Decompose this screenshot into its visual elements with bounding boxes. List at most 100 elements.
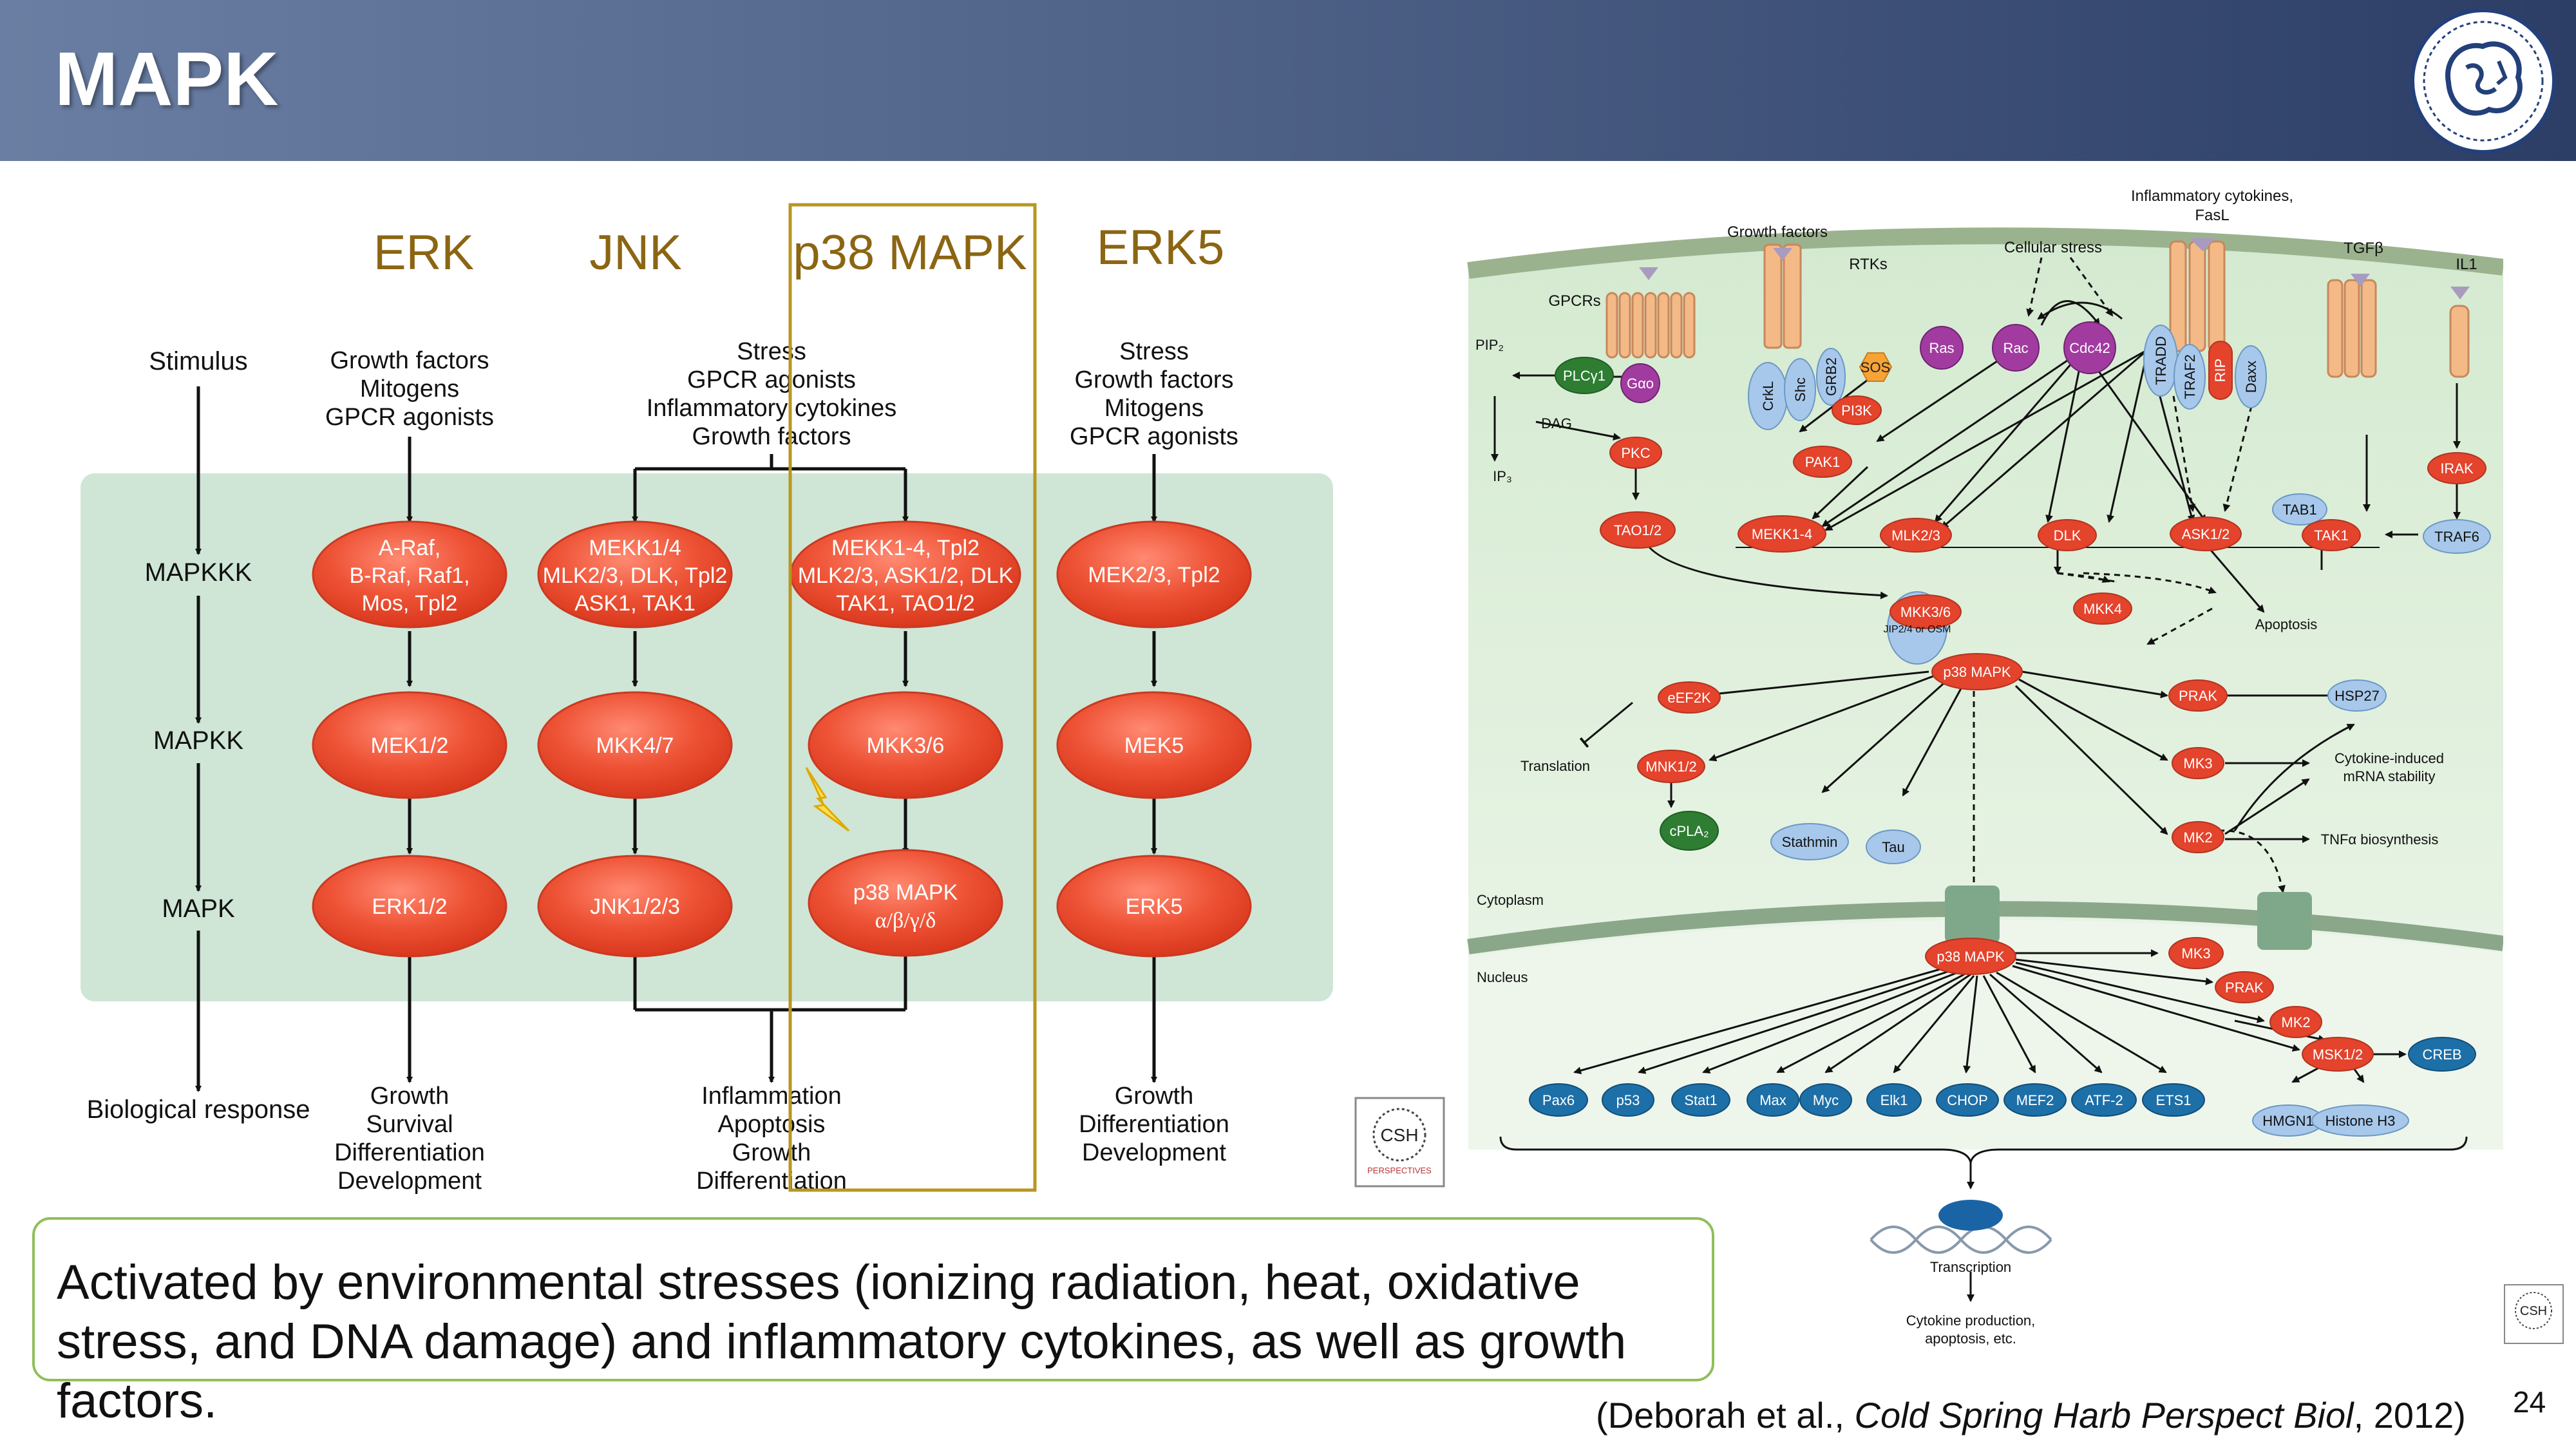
label-tradd: TRADD	[2153, 336, 2169, 385]
stimulus-erk5-1: Stress	[1119, 338, 1189, 365]
label-mlk23: MLK2/3	[1891, 527, 1940, 544]
node-histone-h3	[2311, 1104, 2409, 1137]
label-raf-3: Mos, Tpl2	[362, 591, 458, 616]
node-mek12	[312, 691, 507, 799]
label-tak1: TAK1	[2314, 527, 2348, 544]
label-transcription: Transcription	[1930, 1259, 2011, 1275]
lipid-pip2: PIP₂	[1475, 337, 1504, 353]
row-label-mapk: MAPK	[162, 895, 235, 923]
header-p38: p38 MAPK	[793, 225, 1027, 280]
node-jnk123	[537, 855, 733, 958]
node-mlk23	[1880, 518, 1952, 553]
label-tf-atf2: ATF-2	[2085, 1092, 2123, 1108]
label-p38: p38 MAPK	[1943, 664, 2011, 680]
citation-prefix: (Deborah et al.,	[1596, 1395, 1855, 1435]
node-mk3	[2172, 747, 2224, 779]
node-msk12	[2302, 1037, 2374, 1072]
label-ras: Ras	[1929, 340, 1954, 356]
label-mek12: MEK1/2	[371, 734, 449, 758]
node-prak	[2168, 679, 2228, 712]
node-cpla2	[1660, 811, 1719, 851]
node-p38	[1931, 653, 2023, 690]
tf-max	[1747, 1083, 1799, 1117]
input-rtks: RTKs	[1849, 256, 1888, 273]
node-mk2-nuc	[2269, 1006, 2322, 1038]
label-pak1: PAK1	[1805, 454, 1841, 470]
response-erk-2: Survival	[366, 1111, 453, 1138]
tf-myc	[1799, 1083, 1852, 1117]
label-plcg1: PLCγ1	[1563, 368, 1605, 384]
node-sos	[1859, 352, 1893, 382]
label-mkk36: MKK3/6	[867, 734, 945, 758]
label-jnk-kkk-1: MEKK1/4	[589, 536, 681, 560]
label-erk5-kkk: MEK2/3, Tpl2	[1088, 563, 1220, 587]
label-sos: SOS	[1861, 359, 1890, 375]
header-erk: ERK	[374, 225, 474, 280]
summary-callout: Activated by environmental stresses (ion…	[32, 1217, 1714, 1428]
response-jnkp38-1: Inflammation	[701, 1083, 842, 1110]
response-erk-4: Development	[337, 1168, 482, 1195]
label-p38-nuc: p38 MAPK	[1937, 949, 2004, 965]
title-bar	[0, 0, 2576, 161]
label-erk5: ERK5	[1126, 895, 1183, 919]
node-mk3-nuc	[2168, 937, 2224, 969]
p38-highlight-box	[788, 203, 1037, 1192]
label-mkk4: MKK4	[2083, 601, 2122, 617]
node-eef2k	[1658, 681, 1721, 714]
node-erk12	[312, 855, 507, 958]
node-pi3k	[1832, 395, 1882, 425]
node-irak	[2427, 452, 2486, 484]
node-shc	[1784, 358, 1816, 421]
label-p38mapk: p38 MAPK	[853, 880, 958, 905]
label-tnfa: TNFα biosynthesis	[2321, 831, 2439, 848]
csh-badge: CSH PERSPECTIVES	[1354, 1097, 1445, 1188]
node-mek5	[1056, 691, 1252, 799]
node-daxx	[2235, 345, 2267, 408]
label-daxx: Daxx	[2243, 361, 2259, 393]
label-rip: RIP	[2212, 359, 2228, 383]
node-grb2	[1816, 348, 1846, 406]
node-mkk36	[808, 691, 1003, 799]
label-rac: Rac	[2003, 340, 2028, 356]
stimulus-erk-2: Mitogens	[360, 375, 459, 402]
citation: (Deborah et al., Cold Spring Harb Perspe…	[1596, 1394, 2466, 1436]
label-tf-stat1: Stat1	[1684, 1092, 1717, 1108]
label-tf-ets1: ETS1	[2155, 1092, 2191, 1108]
label-p38-kkk-1: MEKK1-4, Tpl2	[831, 536, 980, 560]
label-ask12: ASK1/2	[2182, 526, 2230, 542]
tf-pax6	[1529, 1083, 1588, 1117]
node-mkk47	[537, 691, 733, 799]
header-jnk: JNK	[589, 225, 682, 280]
label-crkl: CrkL	[1760, 381, 1776, 411]
label-tf-mef2: MEF2	[2016, 1092, 2054, 1108]
input-growth-factors: Growth factors	[1727, 223, 1828, 241]
csh-badge-text: CSH	[1380, 1125, 1418, 1145]
label-translation: Translation	[1520, 758, 1590, 774]
row-label-mapkkk: MAPKKK	[145, 558, 252, 587]
stimulus-jnkp38-2: GPCR agonists	[687, 366, 856, 393]
label-apoptosis: Apoptosis	[2255, 616, 2318, 632]
citation-journal: Cold Spring Harb Perspect Biol	[1854, 1395, 2354, 1435]
label-stathmin: Stathmin	[1782, 834, 1838, 850]
stimulus-jnkp38-4: Growth factors	[692, 423, 851, 450]
summary-text: Activated by environmental stresses (ion…	[57, 1255, 1627, 1428]
label-tf-p53: p53	[1616, 1092, 1640, 1108]
node-pkc	[1609, 437, 1662, 469]
tf-mef2	[2003, 1083, 2067, 1117]
label-traf2: TRAF2	[2182, 354, 2198, 399]
label-jnk-kkk-3: ASK1, TAK1	[574, 591, 696, 616]
node-hsp27	[2327, 679, 2387, 712]
node-prak-nuc	[2215, 971, 2274, 1003]
label-prak: PRAK	[2179, 688, 2217, 704]
input-inflammatory-1: Inflammatory cytokines,	[2131, 187, 2293, 205]
label-mk3-nuc: MK3	[2181, 945, 2210, 961]
node-stathmin	[1770, 823, 1849, 860]
label-p38-kkk-2: MLK2/3, ASK1/2, DLK	[798, 564, 1014, 588]
label-raf-1: A-Raf,	[379, 536, 440, 560]
page-number: 24	[2513, 1385, 2546, 1419]
label-p38-kkk-3: TAK1, TAO1/2	[836, 591, 974, 616]
row-label-response: Biological response	[87, 1095, 310, 1124]
label-cpla2: cPLA₂	[1669, 823, 1709, 839]
node-mkk4	[2073, 592, 2132, 625]
node-tab1	[2272, 493, 2327, 526]
